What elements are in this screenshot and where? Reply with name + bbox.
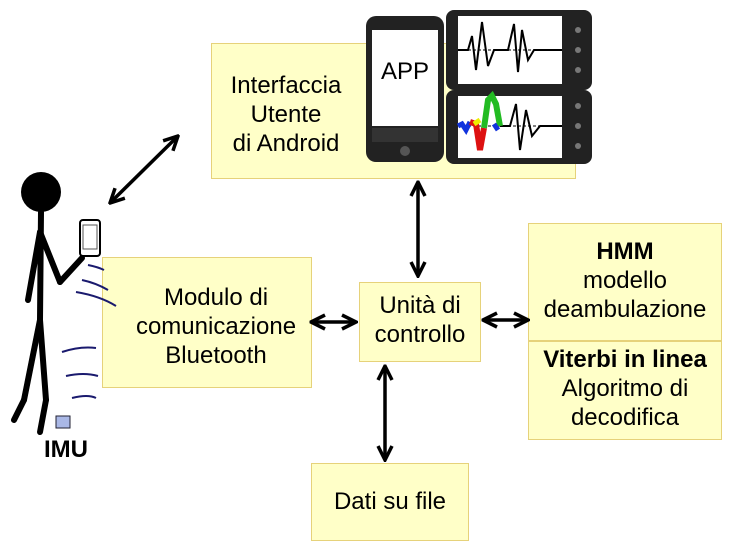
phone-decoded-icon (446, 90, 592, 164)
viterbi-box (528, 341, 722, 440)
file-box (311, 463, 469, 541)
hmm-label: HMM modello deambulazione (528, 238, 722, 324)
user-figure-icon (11, 172, 85, 435)
android-ui-label: Interfaccia Utente di Android (230, 72, 342, 157)
control-unit-label: Unità di controllo (374, 292, 466, 348)
imu-sensor-icon (55, 415, 71, 429)
control-unit-box (359, 282, 481, 362)
hmm-title: HMM (596, 238, 654, 265)
viterbi-title: Viterbi in linea (543, 346, 707, 373)
phone-signal-icon (446, 10, 592, 90)
hmm-box (528, 223, 722, 341)
bluetooth-waves-icon (61, 264, 117, 399)
bluetooth-label: Modulo di comunicazione Bluetooth (135, 284, 297, 369)
handheld-phone-icon (79, 219, 101, 257)
app-label: APP (380, 58, 430, 85)
file-label: Dati su file (333, 488, 447, 515)
viterbi-label: Viterbi in linea Algoritmo di decodifica (528, 346, 722, 432)
arrow-user-ui (110, 136, 178, 203)
bluetooth-box (102, 257, 312, 388)
phone-app-icon (366, 16, 444, 162)
imu-label: IMU (44, 436, 88, 463)
